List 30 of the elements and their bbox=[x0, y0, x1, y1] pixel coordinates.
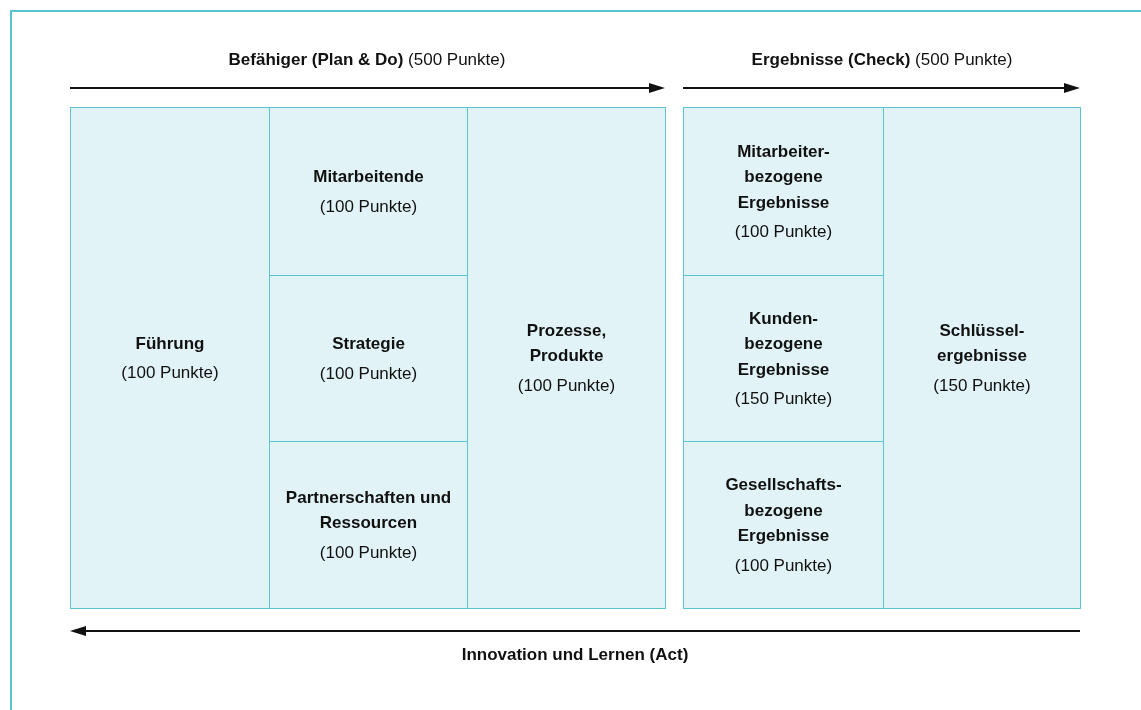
category-box bbox=[70, 107, 270, 609]
category-title: Prozesse, Produkte bbox=[525, 319, 608, 368]
section-label: Ergebnisse (Check) (500 Punkte) bbox=[751, 50, 1013, 70]
category-box bbox=[683, 107, 884, 276]
category-box bbox=[883, 107, 1081, 609]
category-box bbox=[269, 275, 468, 442]
points-text: (100 Punkte) bbox=[319, 541, 418, 564]
category-box bbox=[683, 275, 884, 442]
points-text: (150 Punkte) bbox=[933, 374, 1031, 397]
category-title: Mitarbeitende bbox=[313, 166, 424, 188]
category-box bbox=[269, 441, 468, 609]
section-label: Befähiger (Plan & Do) (500 Punkte) bbox=[228, 50, 506, 70]
points-text: (100 Punkte) bbox=[734, 554, 833, 577]
category-box bbox=[467, 107, 666, 609]
points-text: (100 Punkte) bbox=[121, 362, 219, 384]
category-box bbox=[269, 107, 468, 276]
category-title: Führung bbox=[135, 332, 205, 355]
category-box bbox=[683, 441, 884, 609]
category-title: Strategie bbox=[332, 333, 405, 355]
category-title: Schlüssel- ergebnisse bbox=[936, 319, 1028, 368]
points-text: (150 Punkte) bbox=[734, 388, 833, 410]
category-title: Kunden- bezogene Ergebnisse bbox=[736, 307, 831, 381]
category-title: Mitarbeiter- bezogene Ergebnisse bbox=[736, 140, 831, 214]
points-text: (100 Punkte) bbox=[734, 221, 833, 243]
category-title: Partnerschaften und Ressourcen bbox=[284, 486, 453, 535]
points-text: (100 Punkte) bbox=[319, 362, 418, 385]
points-text: (100 Punkte) bbox=[517, 374, 616, 397]
points-text: (100 Punkte) bbox=[319, 195, 418, 218]
category-title: Gesellschafts- bezogene Ergebnisse bbox=[724, 474, 843, 547]
section-label: Innovation und Lernen (Act) bbox=[461, 645, 689, 665]
